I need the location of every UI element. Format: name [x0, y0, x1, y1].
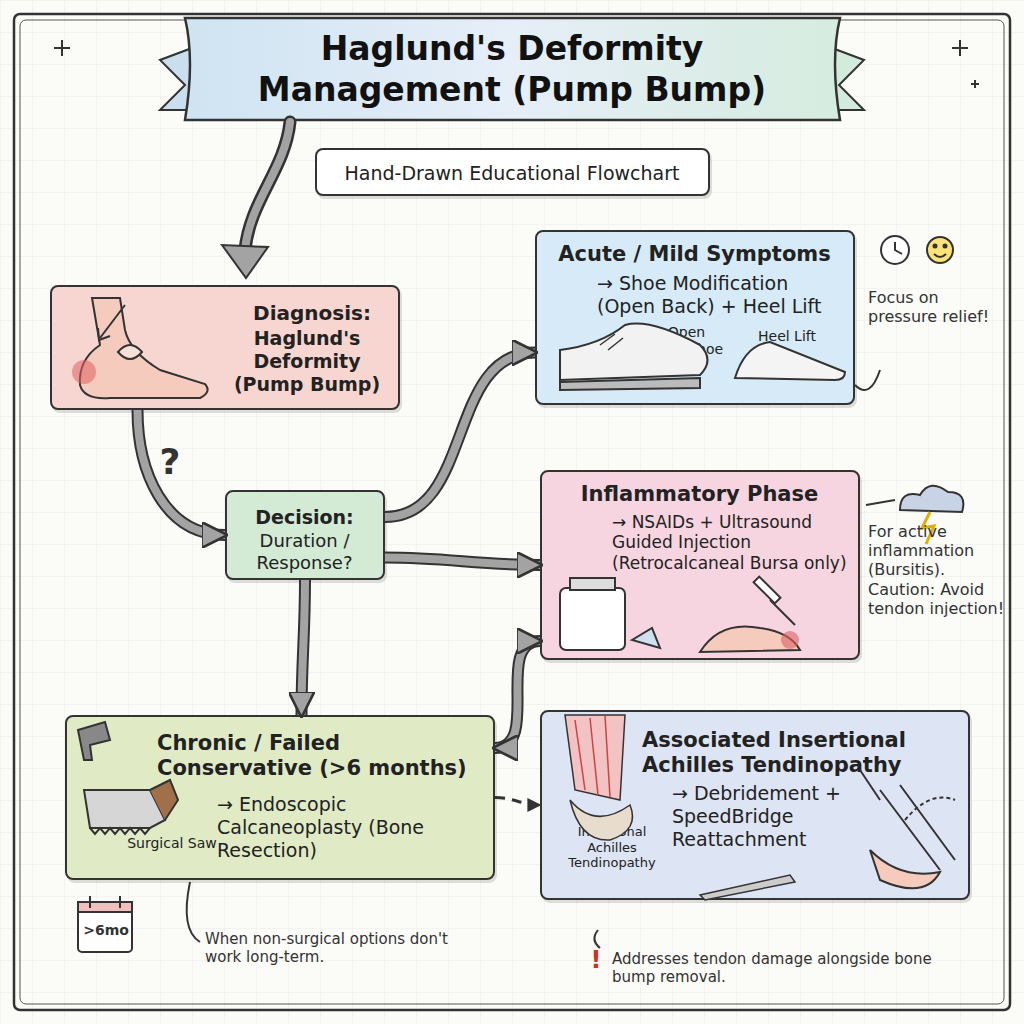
arrow-outline [385, 353, 535, 518]
node-heading: Decision: [227, 506, 382, 529]
note-label: For active inflammation (Bursitis). Caut… [868, 522, 1013, 618]
subtitle-box: Hand-Drawn Educational Flowchart [315, 148, 710, 196]
treatment-box: Inflammatory Phase → NSAIDs + Ultrasound … [540, 470, 860, 660]
note-label: >6mo [80, 922, 132, 939]
surgery-box: Associated Insertional Achilles Tendinop… [540, 710, 970, 900]
node-text: Duration / Response? [227, 530, 382, 573]
arrow-body [302, 580, 306, 715]
flow-arrow [385, 558, 540, 566]
surgery-box: Chronic / Failed Conservative (>6 months… [65, 715, 495, 880]
dashed-line [495, 798, 540, 806]
decision-box: Decision:Duration / Response? [225, 490, 385, 580]
note-label: ! [588, 946, 604, 975]
arrow-outline [302, 580, 306, 715]
note-label: ? [150, 440, 190, 483]
arrow-body [385, 558, 540, 566]
diagnosis-box: Diagnosis:Haglund's Deformity (Pump Bump… [50, 285, 400, 410]
arrow-outline [138, 410, 226, 535]
node-heading: Hand-Drawn Educational Flowchart [317, 162, 707, 185]
node-text: Haglund's Deformity (Pump Bump) [217, 327, 397, 395]
flow-arrow [495, 641, 540, 748]
arrow-body [385, 353, 535, 518]
node-heading: Diagnosis: [227, 301, 397, 325]
note-label: Focus on pressure relief! [868, 288, 993, 326]
node-text: → Shoe Modification (Open Back) + Heel L… [597, 272, 847, 318]
node-text: Heel Lift [747, 328, 827, 345]
flow-arrow [138, 410, 226, 535]
arrow-outline [385, 558, 540, 566]
flow-arrow [495, 798, 540, 806]
note-label: When non-surgical options don't work lon… [205, 930, 475, 966]
node-heading: Chronic / Failed Conservative (>6 months… [157, 731, 487, 781]
node-text: → Debridement + SpeedBridge Reattachment [672, 782, 912, 850]
node-text: → Endoscopic Calcaneoplasty (Bone Resect… [217, 793, 487, 861]
node-heading: Acute / Mild Symptoms [537, 242, 852, 267]
arrow-outline [495, 641, 540, 748]
node-heading: Associated Insertional Achilles Tendinop… [642, 728, 962, 778]
treatment-box: Acute / Mild Symptoms → Shoe Modification… [535, 230, 855, 405]
flow-arrow [302, 580, 306, 715]
node-text: NSAID [562, 610, 627, 627]
note-label: Addresses tendon damage alongside bone b… [612, 950, 972, 986]
node-text: Surgical Saw [127, 835, 217, 852]
diagram-title: Haglund's Deformity Management (Pump Bum… [212, 28, 812, 111]
node-heading: Inflammatory Phase [542, 482, 857, 507]
node-text: Open Back Shoe [649, 324, 724, 358]
arrow-body [495, 641, 540, 748]
flow-arrow [385, 353, 535, 518]
node-text: → NSAIDs + Ultrasound Guided Injection (… [612, 512, 852, 573]
arrow-body [138, 410, 226, 535]
node-text: Insertional Achilles Tendinopathy [552, 824, 672, 871]
